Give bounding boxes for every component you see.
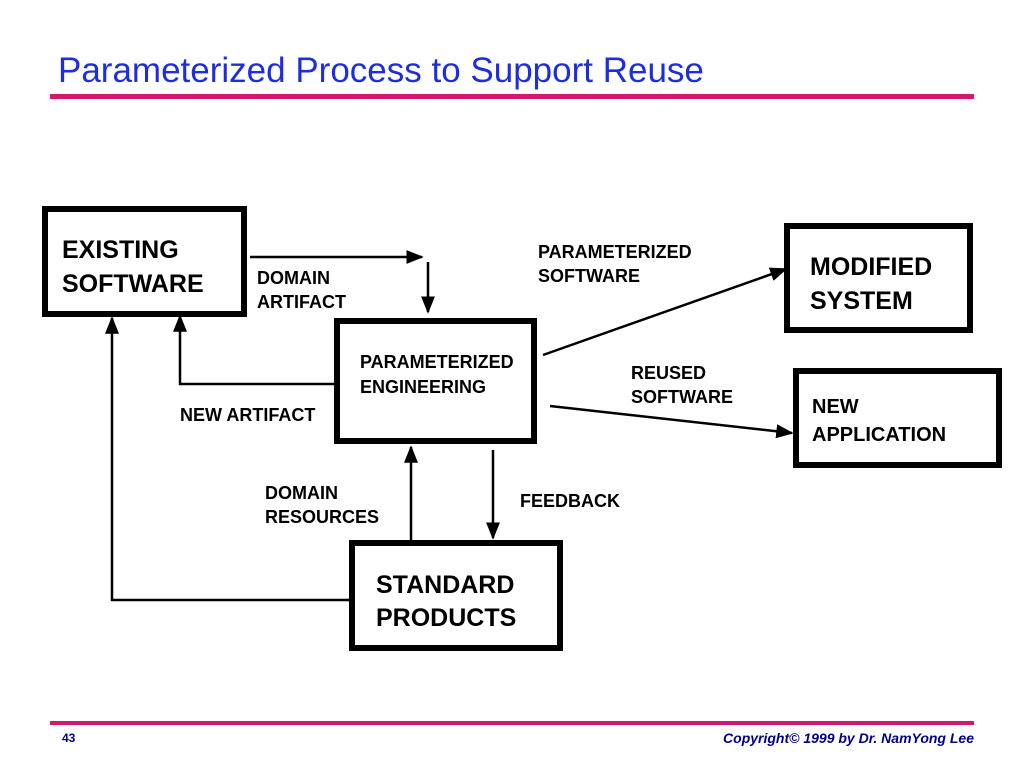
page-title: Parameterized Process to Support Reuse <box>58 51 704 90</box>
node-label: SYSTEM <box>810 287 913 315</box>
title-divider <box>50 94 974 99</box>
arrow-parameterized-software <box>542 267 788 357</box>
node-modified-system: MODIFIED SYSTEM <box>784 223 973 333</box>
edge-label-domain-artifact: DOMAIN ARTIFACT <box>257 267 346 315</box>
edge-label-line: SOFTWARE <box>631 386 733 407</box>
node-label: MODIFIED <box>810 253 933 281</box>
edge-label-feedback: FEEDBACK <box>520 491 621 511</box>
edge-label-domain-resources: DOMAIN RESOURCES <box>265 482 379 530</box>
node-parameterized-engineering: PARAMETERIZED ENGINEERING <box>334 318 537 444</box>
page-number: 43 <box>62 731 76 745</box>
node-existing-software: EXISTING SOFTWARE <box>42 206 247 317</box>
arrow-new-artifact <box>173 314 336 386</box>
edge-label-line: DOMAIN <box>265 483 338 503</box>
arrow-standard-to-existing <box>105 316 350 602</box>
node-label: APPLICATION <box>812 424 947 446</box>
arrow-reused-software <box>549 404 794 439</box>
node-new-application: NEW APPLICATION <box>793 368 1002 468</box>
node-label: NEW <box>812 396 859 418</box>
node-label: STANDARD <box>376 571 515 599</box>
node-label: EXISTING <box>62 236 179 264</box>
edge-label-line: ARTIFACT <box>257 291 346 312</box>
node-label: PARAMETERIZED <box>360 352 514 372</box>
edge-label-line: DOMAIN <box>257 268 330 288</box>
edge-label-line: PARAMETERIZED <box>538 242 692 262</box>
footer-divider <box>50 721 974 725</box>
edge-label-parameterized-software: PARAMETERIZED SOFTWARE <box>538 241 692 289</box>
copyright-text: Copyright© 1999 by Dr. NamYong Lee <box>723 730 974 746</box>
node-label: SOFTWARE <box>62 270 204 298</box>
node-label: ENGINEERING <box>360 377 487 397</box>
edge-label-new-artifact: NEW ARTIFACT <box>180 405 316 425</box>
edge-label-line: REUSED <box>631 363 707 383</box>
node-standard-products: STANDARD PRODUCTS <box>349 540 563 651</box>
edge-label-line: SOFTWARE <box>538 265 640 286</box>
edge-label-reused-software: REUSED SOFTWARE <box>631 362 733 410</box>
node-label: PRODUCTS <box>376 604 517 632</box>
edge-label-line: RESOURCES <box>265 506 380 527</box>
